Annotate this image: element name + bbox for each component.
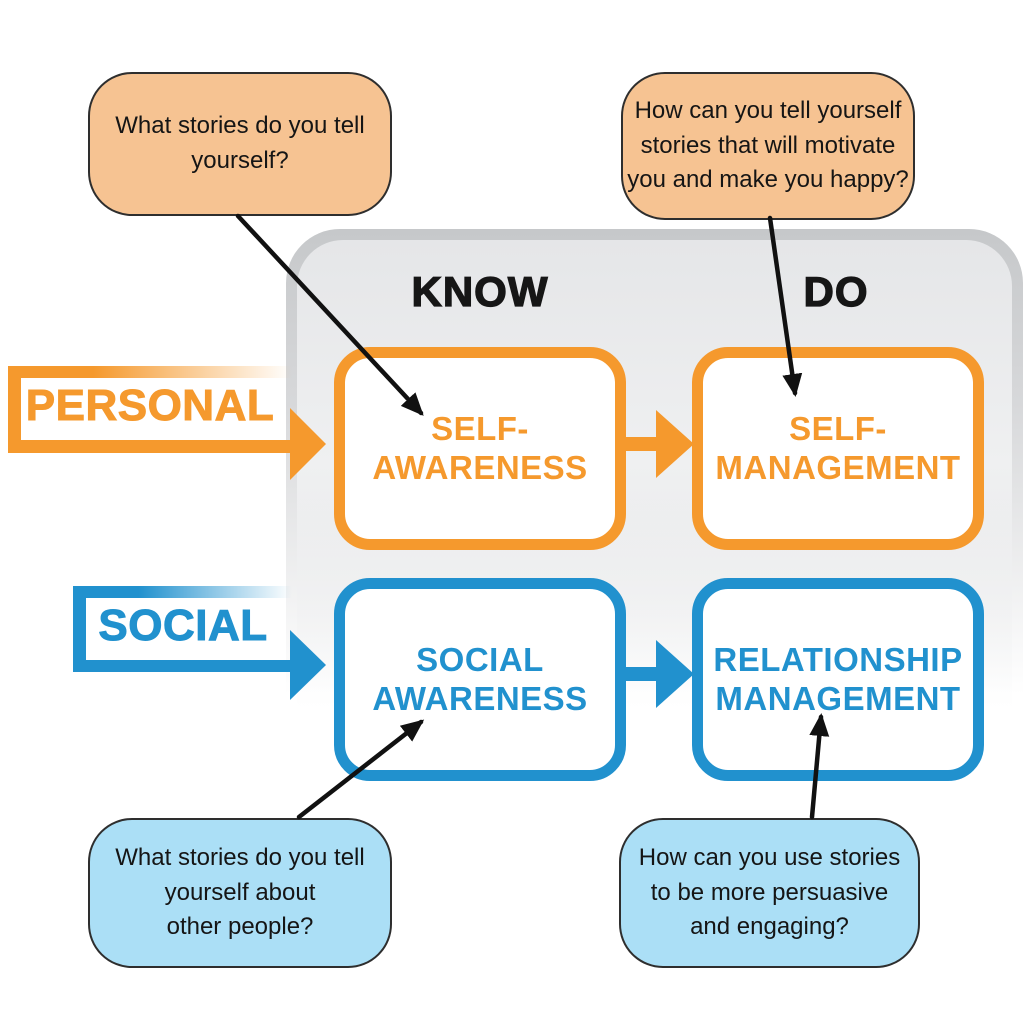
callout-bubble-bottom-left: What stories do you tell yourself about …	[88, 818, 392, 968]
box-self-management-line2: MANAGEMENT	[715, 448, 961, 486]
column-header-do: DO	[803, 267, 869, 315]
callout-top-right-line2: stories that will motivate	[640, 131, 896, 159]
row-label-social: SOCIAL	[98, 601, 268, 650]
callout-bubble-bottom-right: How can you use stories to be more persu…	[619, 818, 920, 968]
callout-bottom-right-line3: and engaging?	[690, 913, 849, 941]
callout-bubble-top-left: What stories do you tell yourself?	[88, 72, 392, 216]
box-relationship-management-line2: MANAGEMENT	[715, 679, 961, 717]
box-self-management-line1: SELF-	[789, 409, 887, 447]
column-header-know: KNOW	[411, 267, 549, 315]
box-relationship-management: RELATIONSHIP MANAGEMENT	[692, 578, 984, 781]
callout-bottom-right-line1: How can you use stories	[638, 843, 901, 871]
box-social-awareness-line2: AWARENESS	[372, 679, 588, 717]
callout-bottom-left-line2: yourself about	[164, 878, 316, 906]
box-social-awareness-line1: SOCIAL	[416, 640, 544, 678]
box-self-awareness-line2: AWARENESS	[372, 448, 588, 486]
callout-bottom-left-line3: other people?	[166, 913, 314, 941]
callout-bottom-left-line1: What stories do you tell	[115, 843, 365, 871]
box-self-management: SELF- MANAGEMENT	[692, 347, 984, 550]
callout-bubble-top-right: How can you tell yourself stories that w…	[621, 72, 915, 220]
box-self-awareness: SELF- AWARENESS	[334, 347, 626, 550]
box-relationship-management-line1: RELATIONSHIP	[713, 640, 963, 678]
callout-top-right-line1: How can you tell yourself	[634, 96, 902, 124]
box-social-awareness: SOCIAL AWARENESS	[334, 578, 626, 781]
callout-top-right-line3: you and make you happy?	[627, 166, 909, 194]
callout-top-left-line2: yourself?	[191, 147, 289, 174]
row-label-personal: PERSONAL	[25, 381, 275, 430]
callout-top-left-line1: What stories do you tell	[115, 112, 365, 140]
box-self-awareness-line1: SELF-	[431, 409, 529, 447]
callout-bottom-right-line2: to be more persuasive	[650, 878, 889, 906]
